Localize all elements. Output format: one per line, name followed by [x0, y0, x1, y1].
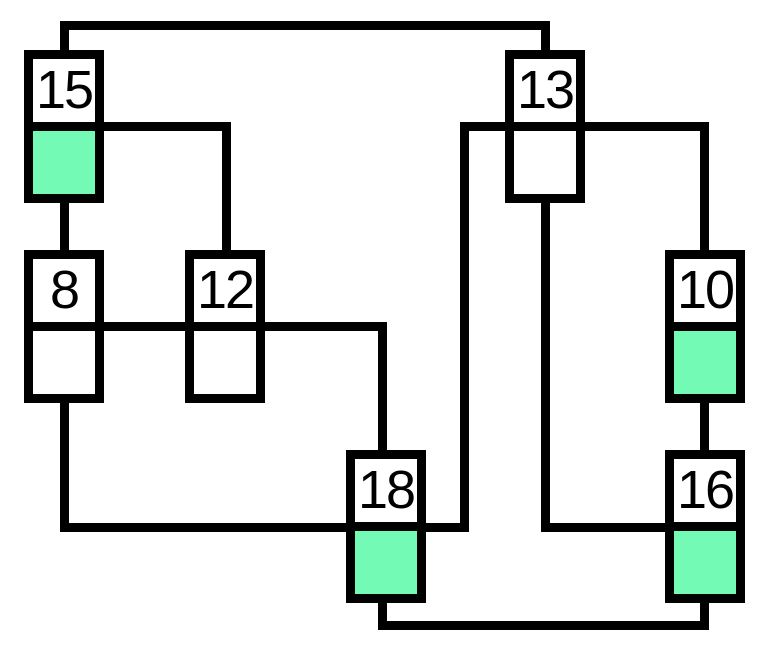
node-value-label: 13 [514, 59, 576, 122]
node-value-label: 12 [194, 259, 256, 322]
wire-n13-to-n16-horizontal [541, 523, 669, 532]
wire-n8-bottom-drop [60, 401, 69, 532]
node-pointer-cell-filled [33, 131, 95, 194]
node-10: 10 [665, 250, 745, 403]
node-16: 16 [665, 450, 745, 603]
node-pointer-cell-empty [33, 331, 95, 394]
wire-n13-divider-left-stub [460, 122, 508, 131]
node-pointer-cell-filled [355, 531, 417, 594]
wire-top-right-riser [541, 21, 550, 54]
node-8: 8 [24, 250, 104, 403]
node-value-label: 8 [33, 259, 95, 322]
wire-top-left-riser [60, 21, 69, 54]
node-divider [514, 122, 576, 131]
node-value-label: 18 [355, 459, 417, 522]
node-12: 12 [185, 250, 265, 403]
wire-n18-to-n13-riser [460, 122, 469, 532]
node-pointer-cell-empty [514, 131, 576, 194]
node-pointer-cell-filled [674, 331, 736, 394]
node-divider [674, 322, 736, 331]
wire-n15-to-n8-drop [60, 200, 69, 252]
node-value-label: 15 [33, 59, 95, 122]
node-divider [194, 322, 256, 331]
wire-bottom-span [378, 621, 709, 630]
wire-n13-to-n10-drop [700, 122, 709, 252]
node-13: 13 [505, 50, 585, 203]
node-value-label: 10 [674, 259, 736, 322]
node-divider [33, 122, 95, 131]
node-divider [33, 322, 95, 331]
node-18: 18 [346, 450, 426, 603]
wire-n18-bottom-drop [378, 601, 387, 630]
node-value-label: 16 [674, 459, 736, 522]
wire-n15-divider-right [104, 122, 231, 131]
wire-top-span [60, 21, 550, 30]
wire-n10-to-n16-link [700, 401, 709, 452]
wire-n8-to-n18-horizontal [60, 523, 350, 532]
node-divider [355, 522, 417, 531]
wire-n15-to-n12-drop [222, 122, 231, 252]
node-pointer-cell-filled [674, 531, 736, 594]
node-15: 15 [24, 50, 104, 203]
wire-n18-divider-right [424, 523, 469, 532]
wire-n8-n12-divider-link [104, 322, 186, 331]
wire-n13-bottom-drop [541, 201, 550, 532]
wire-n12-divider-right [264, 322, 387, 331]
node-pointer-cell-empty [194, 331, 256, 394]
wire-n12-to-n18-drop [378, 322, 387, 452]
wire-n16-bottom-drop [700, 601, 709, 630]
node-divider [674, 522, 736, 531]
wire-n13-divider-right [583, 122, 709, 131]
